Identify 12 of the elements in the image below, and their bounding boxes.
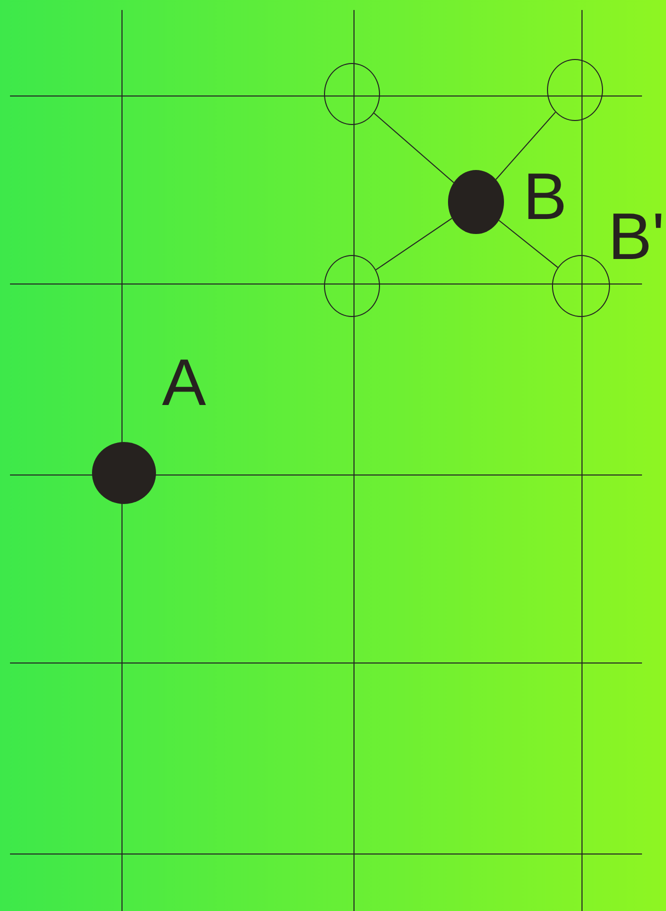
point-label: A xyxy=(162,349,206,415)
position-circle xyxy=(324,255,380,317)
position-circle xyxy=(324,63,380,125)
connector-line xyxy=(374,112,454,184)
point-label: B' xyxy=(608,203,665,269)
point-label: B xyxy=(523,163,568,229)
connector-line xyxy=(498,220,558,268)
connector-line xyxy=(375,218,452,270)
position-circle xyxy=(552,255,610,317)
point-dot xyxy=(448,170,504,234)
connector-line xyxy=(495,112,556,180)
position-circle xyxy=(547,59,603,121)
